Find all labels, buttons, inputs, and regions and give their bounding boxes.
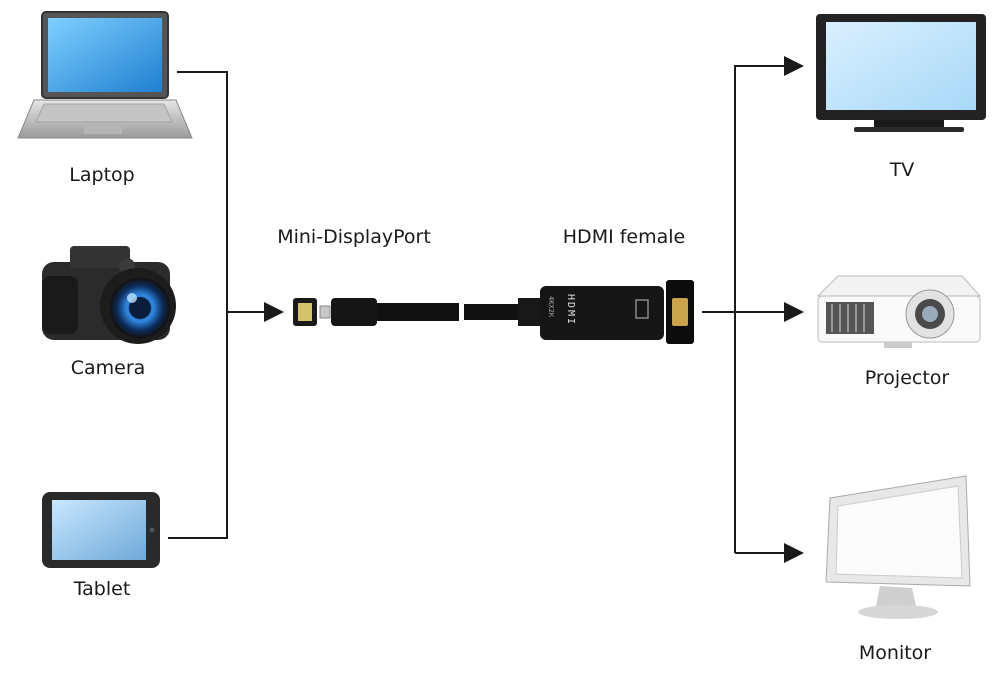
- destination-label-tv: TV: [889, 159, 915, 181]
- adapter-output-label: HDMI female: [562, 226, 686, 248]
- source-label-laptop: Laptop: [69, 164, 135, 186]
- source-connector-lines: [168, 71, 284, 539]
- adapter-body-text: HDMI: [565, 294, 576, 327]
- destination-label-monitor: Monitor: [858, 642, 932, 664]
- source-label-tablet: Tablet: [73, 578, 131, 600]
- adapter-body-subtext: 4KX2K: [547, 296, 555, 318]
- destination-connector-lines: [702, 56, 804, 563]
- adapter-input-label: Mini-DisplayPort: [277, 226, 431, 248]
- projector-icon: [816, 275, 982, 348]
- source-label-camera: Camera: [70, 357, 146, 379]
- tablet-icon: [42, 492, 160, 568]
- mini-displayport-plug-icon: [293, 298, 459, 326]
- laptop-icon: [17, 11, 193, 139]
- hdmi-adapter-icon: [464, 280, 694, 344]
- monitor-icon: [825, 475, 971, 619]
- tv-icon: [816, 14, 986, 132]
- destination-label-projector: Projector: [864, 367, 950, 389]
- camera-icon: [42, 246, 176, 344]
